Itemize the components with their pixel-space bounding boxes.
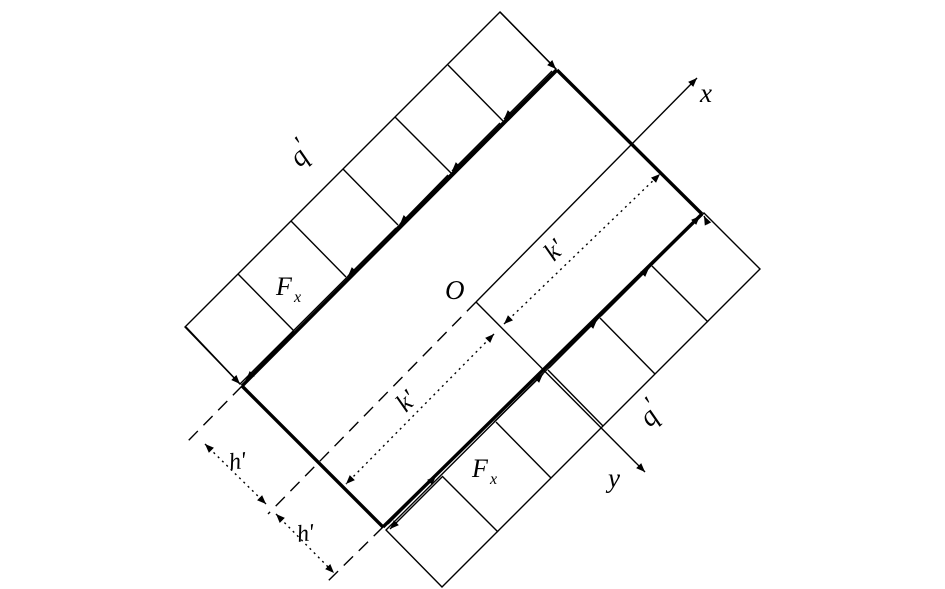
h-lower-text: h′	[295, 520, 316, 548]
centerline-dashed	[267, 301, 477, 515]
force-lower-main: F	[471, 454, 489, 483]
beam-top-edge	[240, 68, 559, 388]
edge-arrow	[600, 267, 650, 317]
beam-right-edge	[555, 68, 704, 216]
beam-left-edge	[240, 384, 385, 529]
k-upper-label: k′	[538, 233, 571, 266]
force-upper-sub: x	[293, 289, 301, 306]
h-lower-label: h′	[295, 520, 316, 548]
k-dimension-upper	[503, 173, 661, 325]
edge-arrow	[451, 122, 501, 172]
h-upper-text: h′	[227, 448, 248, 476]
edge-arrow	[703, 215, 712, 226]
upper-load-arrow	[185, 326, 241, 385]
origin-label: O	[445, 275, 465, 305]
force-upper-label: F x	[275, 272, 301, 306]
lower-load-divider	[547, 369, 604, 427]
axes	[475, 77, 698, 473]
upper-edge-arrows	[245, 70, 553, 381]
force-lower-label: F x	[471, 454, 497, 488]
upper-load-outline	[184, 11, 557, 385]
edge-arrow	[387, 475, 437, 525]
k-dimension-lower	[345, 333, 495, 485]
edge-arrow	[503, 70, 553, 120]
edge-arrow	[493, 373, 544, 423]
extension-line-upper	[185, 385, 243, 444]
upper-load-divider	[342, 168, 399, 226]
y-axis-line	[475, 301, 646, 473]
q-lower-label: q ′	[633, 392, 665, 433]
upper-load-block	[184, 11, 557, 385]
lower-load-divider	[651, 265, 709, 323]
lower-load-divider	[599, 317, 656, 375]
upper-load-divider	[394, 116, 452, 174]
q-upper-label: q ′	[283, 132, 315, 173]
lower-load-divider	[495, 421, 552, 479]
upper-load-divider	[290, 220, 347, 278]
h-dimension-upper	[204, 443, 267, 505]
h-dimension-lower	[275, 513, 335, 574]
lower-outline-arrows	[389, 215, 712, 530]
k-upper-text: k′	[538, 233, 571, 266]
force-lower-sub: x	[489, 471, 497, 488]
edge-arrow	[389, 476, 443, 530]
edge-arrow	[245, 330, 295, 381]
dimension-lines	[204, 173, 661, 574]
upper-load-divider	[237, 273, 295, 332]
dashed-lines	[185, 301, 477, 584]
upper-load-arrow	[499, 11, 557, 70]
h-upper-label: h′	[227, 448, 248, 476]
upper-load-arrows	[185, 11, 557, 385]
edge-arrow	[548, 319, 598, 369]
y-axis-label: y	[605, 463, 620, 493]
edge-arrow	[651, 215, 701, 265]
lower-load-divider	[441, 475, 499, 533]
upper-load-divider	[447, 64, 504, 122]
force-upper-main: F	[275, 272, 293, 301]
edge-arrow	[399, 174, 449, 225]
edge-arrow	[347, 227, 397, 277]
extension-line-lower	[325, 526, 384, 584]
x-axis-label: x	[699, 78, 712, 108]
x-axis-line	[475, 77, 698, 303]
